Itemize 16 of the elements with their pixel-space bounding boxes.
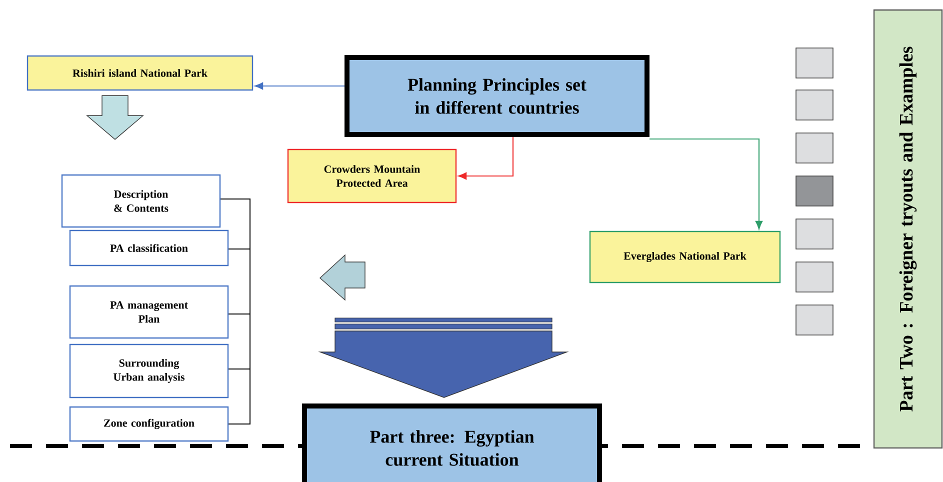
topic-box: Zone configuration — [69, 406, 229, 442]
block-arrow — [318, 318, 569, 398]
topic-box: Description & Contents — [61, 174, 221, 228]
topic-box: PA management Plan — [69, 285, 229, 339]
example-box: Crowders Mountain Protected Area — [287, 148, 457, 204]
part-box: Part three: Egyptian current Situation — [302, 404, 602, 482]
title-box: Planning Principles set in different countries — [344, 55, 650, 137]
example-box: Everglades National Park — [589, 230, 781, 284]
part-band: Part Two : Foreigner tryouts and Examples — [873, 9, 943, 449]
block-arrow — [86, 95, 144, 140]
connector-arrow — [254, 82, 344, 90]
topic-box: PA classification — [69, 230, 229, 266]
connector-arrow — [650, 138, 763, 230]
topic-box: Surrounding Urban analysis — [69, 344, 229, 398]
connector-arrow — [458, 137, 514, 180]
example-box: Rishiri island National Park — [26, 55, 254, 91]
